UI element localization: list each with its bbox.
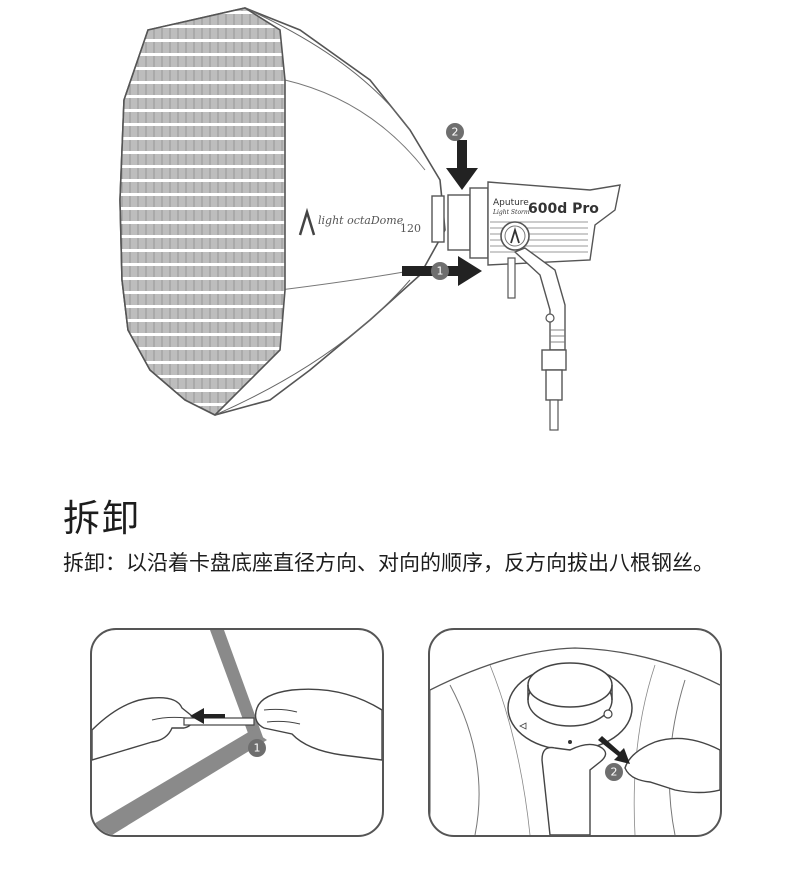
- softbox-brand-text: light octaDome: [318, 214, 404, 227]
- section-heading: 拆卸: [63, 497, 141, 540]
- hero-step-1-badge: 1: [437, 265, 444, 278]
- instruction-text: 拆卸：以沿着卡盘底座直径方向、对向的顺序，反方向拔出八根钢丝。: [63, 551, 714, 575]
- light-series-text: Light Storm: [492, 209, 530, 216]
- speed-ring-removal-illustration: 2: [430, 647, 720, 835]
- softbox: light octaDome 120: [119, 7, 446, 416]
- hands-pulling-rod-illustration: 1: [92, 630, 382, 835]
- light-fixture: Aputure Light Storm 600d Pro: [447, 181, 621, 431]
- panel-right-step-badge: 2: [611, 766, 618, 779]
- light-brand-text: Aputure: [493, 198, 529, 208]
- hero-arrow-2: 2: [446, 123, 478, 190]
- removal-step-1-panel: 1: [90, 628, 384, 837]
- hero-step-2-badge: 2: [452, 126, 459, 139]
- removal-step-2-panel: 2: [428, 628, 722, 837]
- hero-arrow-1: 1: [402, 256, 482, 286]
- softbox-assembly-illustration: light octaDome 120 2 1 Aputure Light Sto…: [119, 7, 621, 431]
- softbox-model-number: 120: [400, 222, 421, 235]
- panel-left-step-badge: 1: [254, 742, 261, 755]
- light-model-text: 600d Pro: [528, 201, 599, 217]
